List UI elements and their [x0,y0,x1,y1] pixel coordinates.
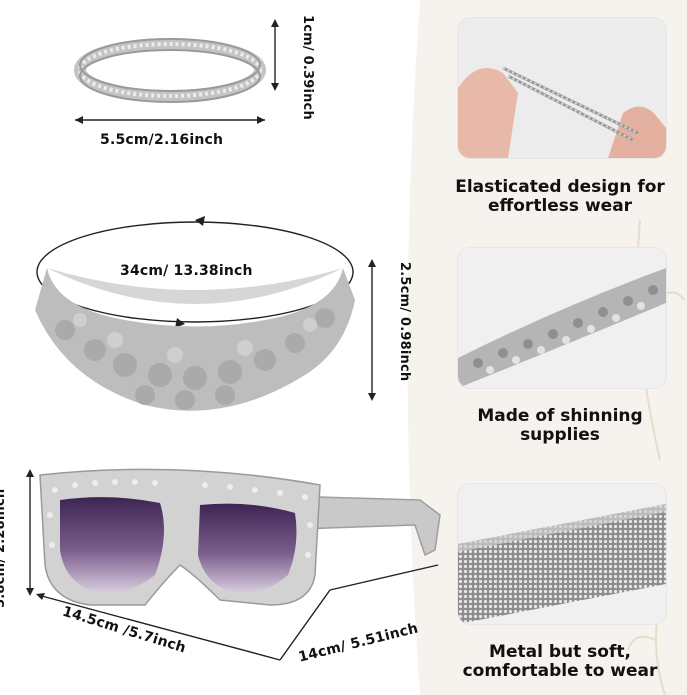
feature-caption-1-line1: Elasticated design for [455,177,665,197]
bracelet-height-arrow [271,19,279,91]
sunglasses-height-arrow [26,469,34,596]
feature-caption-2-line1: Made of shinning [477,406,643,426]
sequin-closeup-photo [458,248,666,388]
bracelet-stretch-photo [458,18,666,158]
headband-illustration [35,216,355,411]
feature-caption-1: Elasticated design for effortless wear [430,178,687,216]
bracelet-illustration [74,38,266,124]
feature-caption-3-line1: Metal but soft, [489,642,631,662]
bracelet-height-label: 1cm/ 0.39inch [300,15,315,120]
feature-caption-2: Made of shinning supplies [430,407,687,445]
feature-caption-3-line2: comfortable to wear [462,661,658,681]
feature-caption-1-line2: effortless wear [487,196,633,216]
bracelet-width-label: 5.5cm/2.16inch [100,132,224,148]
sunglasses-height-label: 5.8cm/ 2.28inch [0,488,8,608]
feature-caption-3: Metal but soft, comfortable to wear [430,643,687,681]
sunglasses-illustration [36,468,441,661]
headband-height-arrow [368,259,376,401]
feature-caption-2-line2: supplies [520,425,600,445]
rhinestone-closeup-photo [458,484,666,624]
headband-circumference-label: 34cm/ 13.38inch [120,263,253,279]
headband-height-label: 2.5cm/ 0.98inch [397,262,412,382]
